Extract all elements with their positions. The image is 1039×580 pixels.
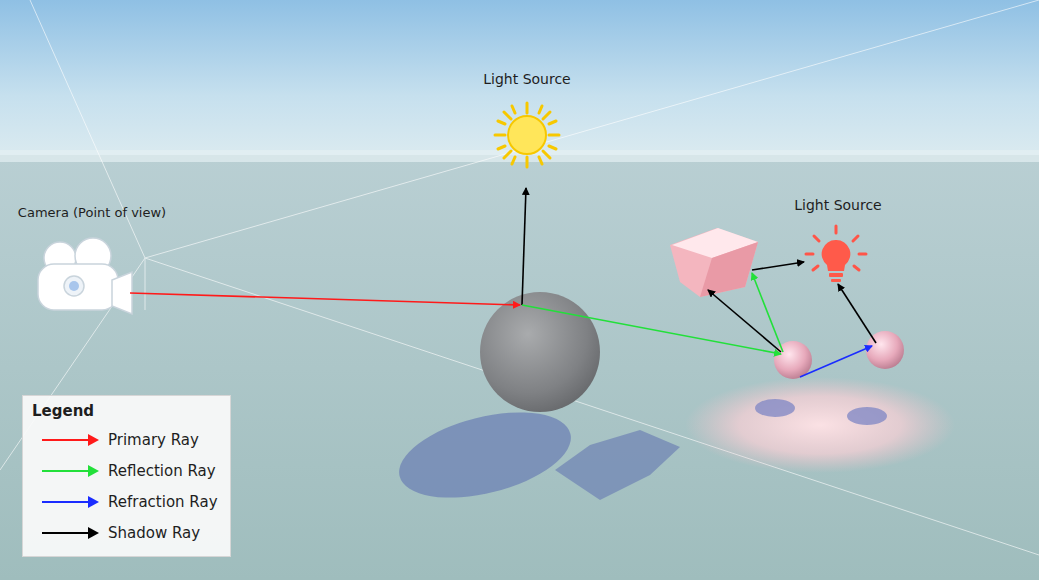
camera-label: Camera (Point of view) — [18, 205, 166, 222]
primary-ray — [130, 293, 520, 305]
legend-text: Reflection Ray — [108, 462, 216, 480]
legend-row: Shadow Ray — [32, 517, 218, 548]
legend-text: Refraction Ray — [108, 493, 218, 511]
shadow-ray — [752, 262, 804, 270]
shadow-ray — [708, 290, 781, 352]
cube-shadow — [555, 430, 680, 500]
small-shadow — [847, 407, 887, 425]
shadow-ray — [522, 188, 526, 305]
camera-icon — [38, 238, 132, 314]
light-source-label: Light Source — [483, 70, 570, 88]
small-shadow — [755, 399, 795, 417]
view-frustum — [0, 0, 1039, 555]
legend-text: Shadow Ray — [108, 524, 200, 542]
bulb-icon — [806, 226, 866, 282]
legend-row: Refraction Ray — [32, 486, 218, 517]
sky — [0, 0, 1039, 160]
legend-arrow — [40, 526, 100, 540]
shadow-ray — [838, 284, 876, 343]
pink-cube — [670, 228, 758, 297]
label-text: Light Source — [794, 196, 881, 214]
legend-title: Legend — [32, 402, 218, 420]
legend-row: Primary Ray — [32, 424, 218, 455]
reflection-ray — [522, 305, 781, 354]
label-text: Camera (Point of view) — [18, 205, 166, 222]
light-source-label: Light Source — [794, 196, 881, 214]
grey-sphere — [480, 292, 600, 412]
legend-text: Primary Ray — [108, 431, 199, 449]
ground — [0, 155, 1039, 580]
sun-icon — [495, 103, 559, 167]
refraction-ray — [800, 346, 872, 377]
label-text: Light Source — [483, 70, 570, 88]
rays — [130, 188, 876, 377]
legend-arrow — [40, 464, 100, 478]
legend-arrow — [40, 433, 100, 447]
light-glow — [685, 377, 955, 473]
legend-box: LegendPrimary RayReflection RayRefractio… — [22, 395, 231, 557]
legend-row: Reflection Ray — [32, 455, 218, 486]
legend-arrow — [40, 495, 100, 509]
pink-sphere — [774, 341, 812, 379]
sphere-shadow — [390, 397, 579, 513]
